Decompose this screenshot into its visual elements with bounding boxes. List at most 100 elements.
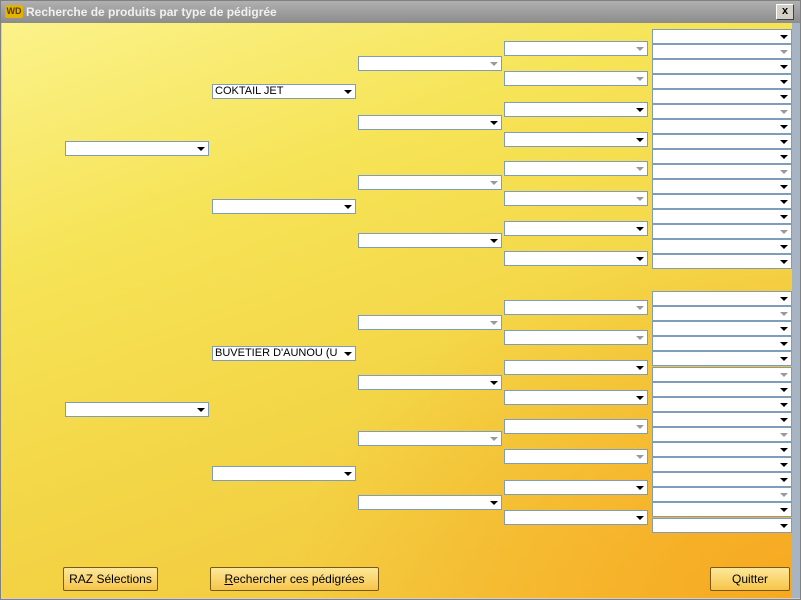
pedigree-combo-l5-1[interactable] bbox=[652, 29, 792, 44]
raz-selections-button[interactable]: RAZ Sélections bbox=[63, 567, 158, 591]
chevron-down-icon[interactable] bbox=[487, 376, 501, 389]
chevron-down-icon[interactable] bbox=[633, 420, 647, 433]
pedigree-combo-l4-5[interactable] bbox=[504, 161, 648, 176]
pedigree-combo-l5-19[interactable] bbox=[652, 321, 792, 336]
pedigree-combo-l3-5[interactable] bbox=[358, 315, 502, 330]
pedigree-combo-l5-25[interactable] bbox=[652, 412, 792, 427]
chevron-down-icon[interactable] bbox=[777, 383, 791, 396]
pedigree-combo-l5-32[interactable] bbox=[652, 518, 792, 533]
chevron-down-icon[interactable] bbox=[341, 467, 355, 480]
pedigree-combo-l4-1[interactable] bbox=[504, 41, 648, 56]
pedigree-combo-l5-16[interactable] bbox=[652, 254, 792, 269]
chevron-down-icon[interactable] bbox=[633, 252, 647, 265]
chevron-down-icon[interactable] bbox=[777, 195, 791, 208]
chevron-down-icon[interactable] bbox=[487, 116, 501, 129]
pedigree-combo-l5-5[interactable] bbox=[652, 89, 792, 104]
pedigree-combo-l5-14[interactable] bbox=[652, 224, 792, 239]
chevron-down-icon[interactable] bbox=[777, 443, 791, 456]
pedigree-combo-l4-3[interactable] bbox=[504, 102, 648, 117]
chevron-down-icon[interactable] bbox=[777, 90, 791, 103]
pedigree-combo-l5-11[interactable] bbox=[652, 179, 792, 194]
chevron-down-icon[interactable] bbox=[777, 135, 791, 148]
chevron-down-icon[interactable] bbox=[633, 72, 647, 85]
chevron-down-icon[interactable] bbox=[487, 176, 501, 189]
pedigree-combo-l1-1[interactable] bbox=[65, 141, 209, 156]
pedigree-combo-l3-7[interactable] bbox=[358, 431, 502, 446]
pedigree-combo-l4-12[interactable] bbox=[504, 390, 648, 405]
pedigree-combo-l5-21[interactable] bbox=[652, 351, 792, 366]
pedigree-combo-l5-7[interactable] bbox=[652, 119, 792, 134]
chevron-down-icon[interactable] bbox=[194, 403, 208, 416]
chevron-down-icon[interactable] bbox=[777, 30, 791, 43]
chevron-down-icon[interactable] bbox=[633, 361, 647, 374]
chevron-down-icon[interactable] bbox=[777, 473, 791, 486]
chevron-down-icon[interactable] bbox=[633, 162, 647, 175]
pedigree-combo-l5-20[interactable] bbox=[652, 336, 792, 351]
chevron-down-icon[interactable] bbox=[777, 292, 791, 305]
pedigree-combo-l2-3[interactable]: BUVETIER D'AUNOU (U bbox=[212, 346, 356, 361]
pedigree-combo-l5-28[interactable] bbox=[652, 457, 792, 472]
chevron-down-icon[interactable] bbox=[633, 222, 647, 235]
chevron-down-icon[interactable] bbox=[777, 165, 791, 178]
pedigree-combo-l5-6[interactable] bbox=[652, 104, 792, 119]
chevron-down-icon[interactable] bbox=[777, 307, 791, 320]
chevron-down-icon[interactable] bbox=[487, 316, 501, 329]
chevron-down-icon[interactable] bbox=[777, 368, 791, 381]
pedigree-combo-l4-6[interactable] bbox=[504, 191, 648, 206]
pedigree-combo-l3-2[interactable] bbox=[358, 115, 502, 130]
pedigree-combo-l4-9[interactable] bbox=[504, 300, 648, 315]
pedigree-combo-l5-23[interactable] bbox=[652, 382, 792, 397]
chevron-down-icon[interactable] bbox=[777, 45, 791, 58]
pedigree-combo-l3-3[interactable] bbox=[358, 175, 502, 190]
chevron-down-icon[interactable] bbox=[633, 42, 647, 55]
chevron-down-icon[interactable] bbox=[777, 240, 791, 253]
pedigree-combo-l4-2[interactable] bbox=[504, 71, 648, 86]
pedigree-combo-l4-4[interactable] bbox=[504, 132, 648, 147]
pedigree-combo-l4-13[interactable] bbox=[504, 419, 648, 434]
chevron-down-icon[interactable] bbox=[777, 120, 791, 133]
chevron-down-icon[interactable] bbox=[633, 481, 647, 494]
pedigree-combo-l5-13[interactable] bbox=[652, 209, 792, 224]
pedigree-combo-l5-27[interactable] bbox=[652, 442, 792, 457]
chevron-down-icon[interactable] bbox=[487, 496, 501, 509]
pedigree-combo-l2-4[interactable] bbox=[212, 466, 356, 481]
pedigree-combo-l4-8[interactable] bbox=[504, 251, 648, 266]
chevron-down-icon[interactable] bbox=[777, 210, 791, 223]
chevron-down-icon[interactable] bbox=[777, 75, 791, 88]
pedigree-combo-l4-11[interactable] bbox=[504, 360, 648, 375]
chevron-down-icon[interactable] bbox=[777, 519, 791, 532]
chevron-down-icon[interactable] bbox=[777, 337, 791, 350]
chevron-down-icon[interactable] bbox=[633, 511, 647, 524]
pedigree-combo-l5-24[interactable] bbox=[652, 397, 792, 412]
pedigree-combo-l2-1[interactable]: COKTAIL JET bbox=[212, 84, 356, 99]
chevron-down-icon[interactable] bbox=[194, 142, 208, 155]
pedigree-combo-l3-1[interactable] bbox=[358, 56, 502, 71]
chevron-down-icon[interactable] bbox=[777, 398, 791, 411]
pedigree-combo-l5-29[interactable] bbox=[652, 472, 792, 487]
pedigree-combo-l4-7[interactable] bbox=[504, 221, 648, 236]
chevron-down-icon[interactable] bbox=[487, 234, 501, 247]
pedigree-combo-l5-15[interactable] bbox=[652, 239, 792, 254]
chevron-down-icon[interactable] bbox=[341, 347, 355, 360]
pedigree-combo-l4-15[interactable] bbox=[504, 480, 648, 495]
chevron-down-icon[interactable] bbox=[341, 200, 355, 213]
pedigree-combo-l5-10[interactable] bbox=[652, 164, 792, 179]
chevron-down-icon[interactable] bbox=[777, 322, 791, 335]
chevron-down-icon[interactable] bbox=[341, 85, 355, 98]
pedigree-combo-l5-17[interactable] bbox=[652, 291, 792, 306]
chevron-down-icon[interactable] bbox=[633, 103, 647, 116]
chevron-down-icon[interactable] bbox=[633, 133, 647, 146]
pedigree-combo-l4-16[interactable] bbox=[504, 510, 648, 525]
chevron-down-icon[interactable] bbox=[633, 192, 647, 205]
pedigree-combo-l5-22[interactable] bbox=[652, 367, 792, 382]
pedigree-combo-l5-2[interactable] bbox=[652, 44, 792, 59]
pedigree-combo-l5-18[interactable] bbox=[652, 306, 792, 321]
close-button[interactable]: x bbox=[776, 4, 794, 20]
pedigree-combo-l5-30[interactable] bbox=[652, 487, 792, 502]
chevron-down-icon[interactable] bbox=[633, 391, 647, 404]
chevron-down-icon[interactable] bbox=[487, 57, 501, 70]
chevron-down-icon[interactable] bbox=[777, 150, 791, 163]
pedigree-combo-l3-8[interactable] bbox=[358, 495, 502, 510]
search-pedigrees-button[interactable]: Rechercher ces pédigrées bbox=[210, 567, 379, 591]
chevron-down-icon[interactable] bbox=[487, 432, 501, 445]
